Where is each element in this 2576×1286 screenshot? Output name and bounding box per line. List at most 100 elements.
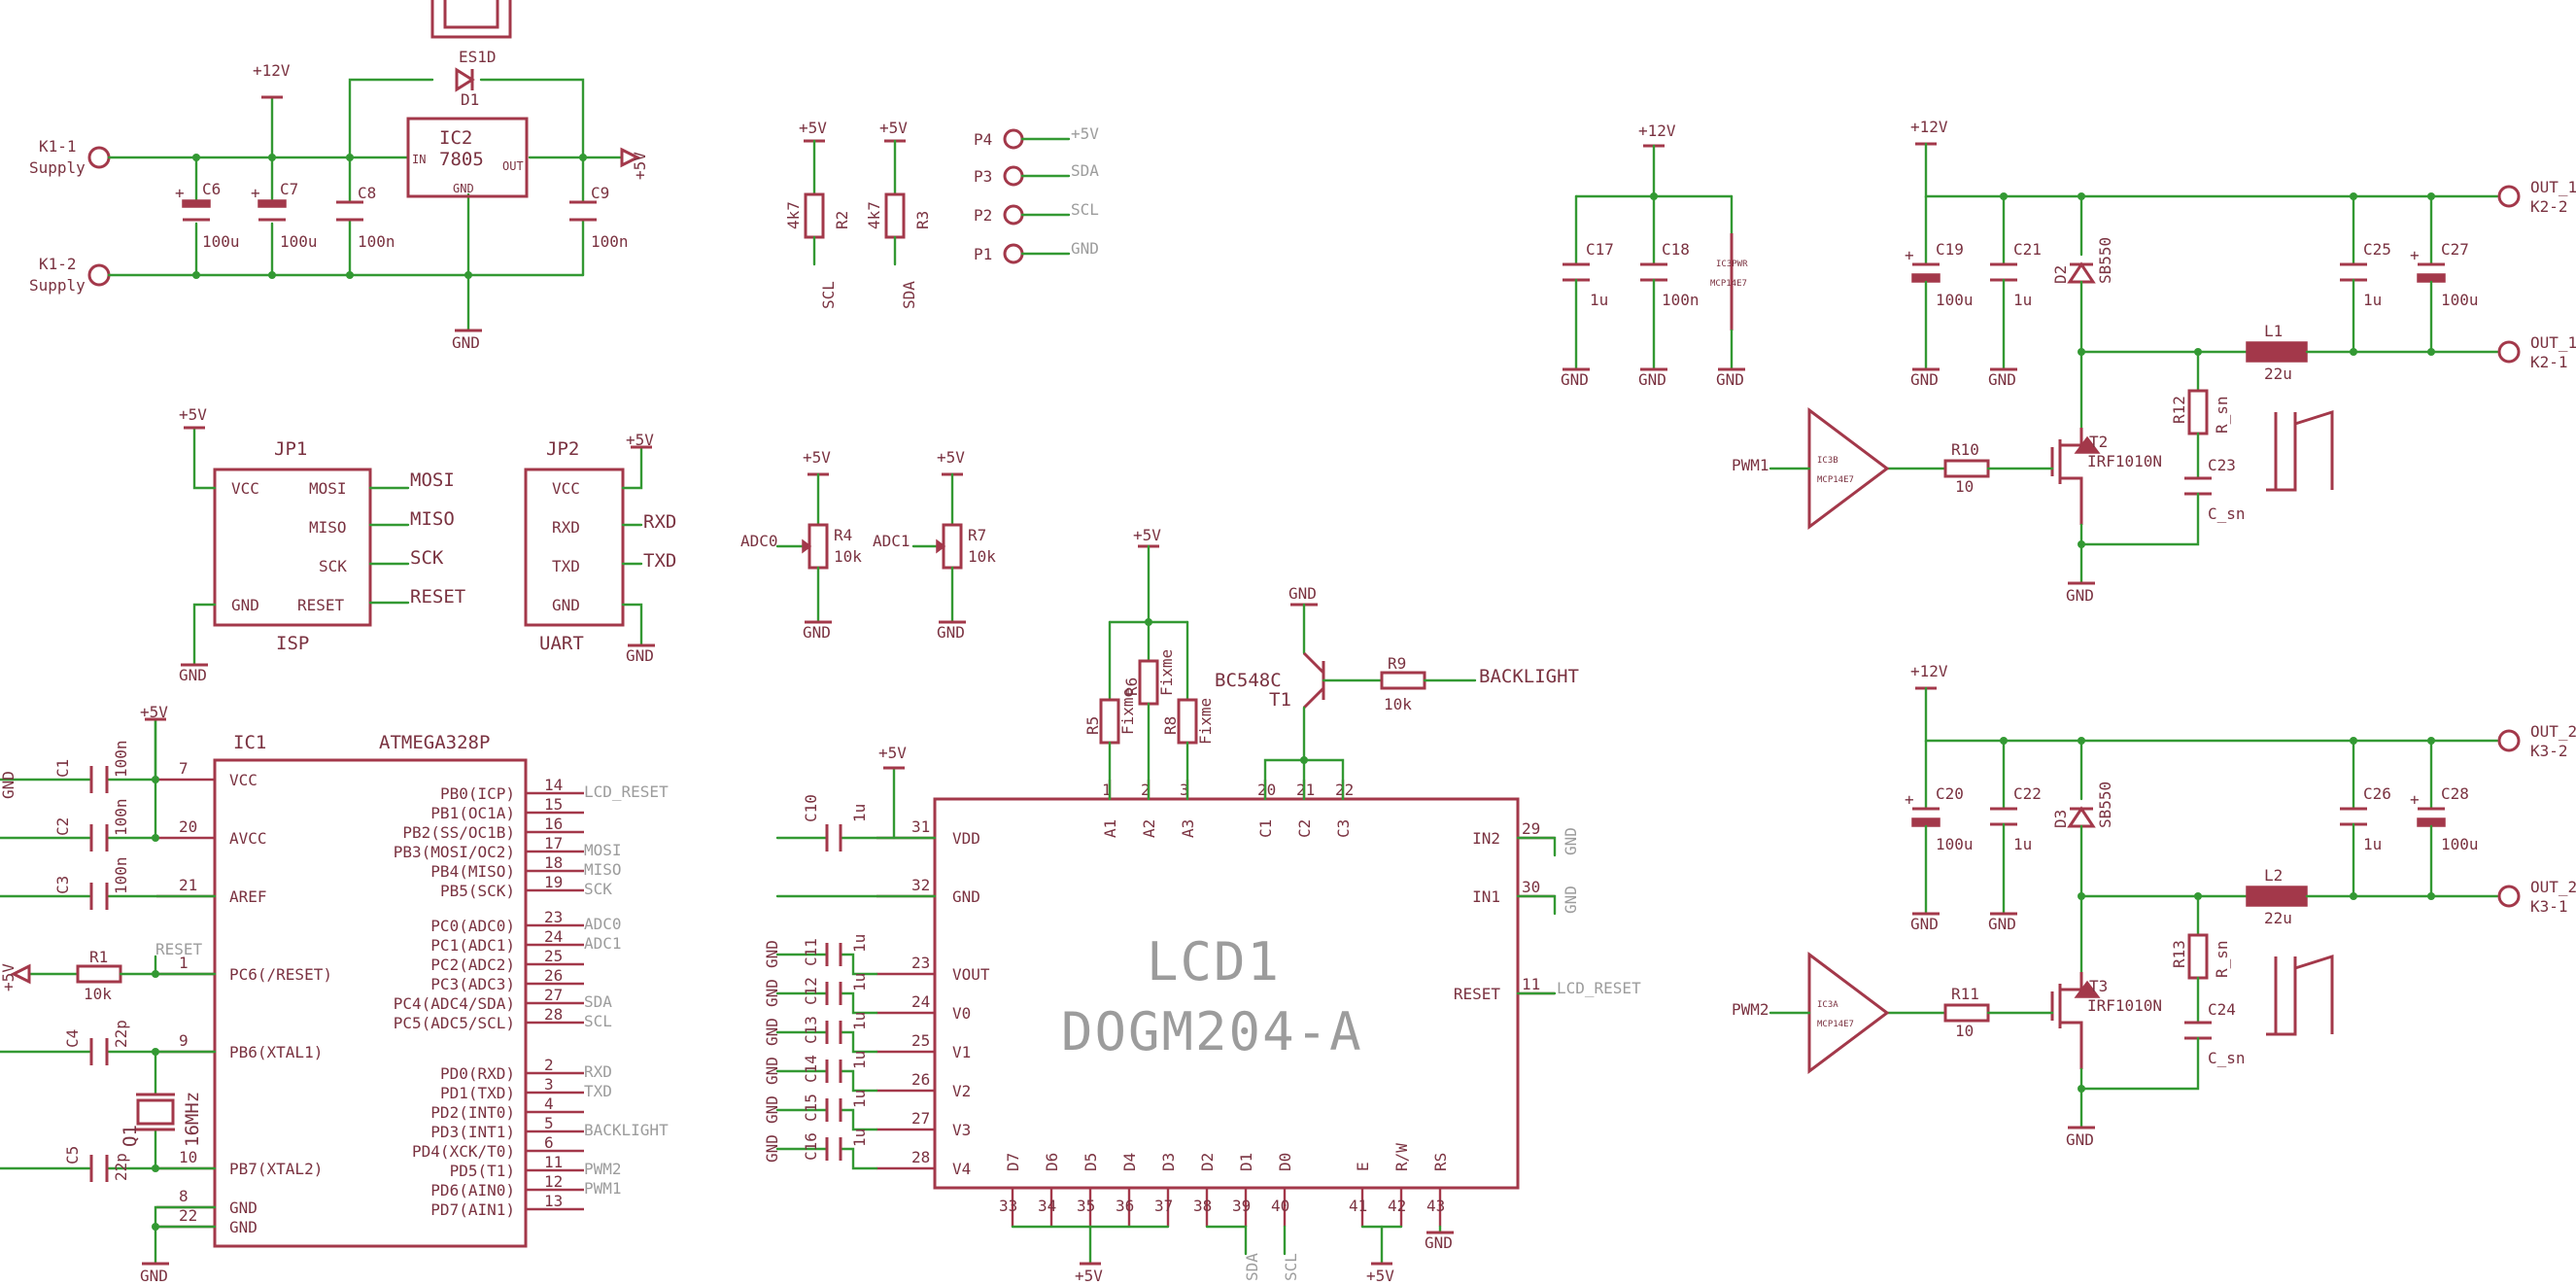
svg-text:100u: 100u	[2441, 835, 2479, 853]
k1-2-terminal[interactable]	[87, 263, 111, 287]
svg-text:OUT_2: OUT_2	[2530, 878, 2576, 896]
svg-text:RESET: RESET	[297, 596, 345, 614]
svg-text:+5V: +5V	[1133, 526, 1161, 544]
ic1-label: IC1	[233, 732, 266, 753]
svg-text:1u: 1u	[2013, 835, 2032, 853]
lcd-left-pin-number: 32	[911, 876, 930, 894]
d1-value: ES1D	[459, 48, 497, 66]
svg-text:R4: R4	[834, 526, 852, 544]
mcu-right-pin-label: PC5(ADC5/SCL)	[394, 1014, 515, 1032]
svg-text:+: +	[2410, 790, 2420, 809]
svg-text:GND: GND	[2066, 1130, 2094, 1149]
stage2: +12V OUT_2 K3-2 + C20 100u C22 1u D3 SB5…	[1732, 662, 2576, 1149]
mcu-right-pin-label: PB4(MISO)	[430, 862, 515, 881]
p1-terminal[interactable]	[1003, 243, 1024, 264]
mcu-net-label: MISO	[584, 860, 622, 879]
svg-text:+5V: +5V	[626, 431, 654, 449]
lcd1-body	[933, 797, 1520, 1190]
p2-terminal[interactable]	[1003, 204, 1024, 226]
p4-terminal[interactable]	[1003, 128, 1024, 150]
lcd-cap-value: 1u	[850, 934, 869, 953]
svg-text:SB550: SB550	[2096, 782, 2114, 828]
svg-text:+5V: +5V	[140, 703, 168, 721]
svg-text:RESET: RESET	[155, 940, 203, 958]
lcd-right-pin-number: 30	[1522, 878, 1540, 896]
k1-1-label: K1-1	[39, 137, 77, 156]
out1-k2-2-terminal[interactable]	[2497, 185, 2521, 208]
mcu-right-pin-number: 3	[544, 1075, 554, 1094]
i2c-pullups: +5V 4k7 R2 SCL +5V 4k7 R3 SDA	[784, 119, 932, 309]
ic3b-driver	[1807, 407, 1890, 530]
lcd-bottom-pin-label: D6	[1043, 1153, 1061, 1171]
lcd-cap-label: C16	[802, 1132, 820, 1161]
lcd-left-pin-number: 31	[911, 817, 930, 836]
mcu-net-label: RXD	[584, 1062, 612, 1081]
mcu-right-pin-label: PD1(TXD)	[440, 1084, 515, 1102]
svg-text:100n: 100n	[1662, 291, 1700, 309]
lcd-left-pin-label: GND	[952, 887, 980, 906]
lcd-bottom-pin-label: D0	[1276, 1153, 1294, 1171]
svg-text:R9: R9	[1388, 654, 1406, 673]
mcu-right-pin-number: 13	[544, 1192, 563, 1210]
lcd-left-pin-number: 23	[911, 954, 930, 972]
svg-text:C22: C22	[2013, 784, 2042, 803]
ic2-regulator	[406, 117, 529, 198]
svg-text:IN: IN	[412, 153, 426, 166]
backlight-net: BACKLIGHT	[1479, 666, 1579, 687]
out1-k2-1-terminal[interactable]	[2497, 340, 2521, 364]
header-p: P4 P3 P2 P1 +5V SDA SCL GND	[974, 124, 1099, 264]
lcd-bottom-pin-number: 37	[1154, 1197, 1173, 1215]
c7-value: 100u	[280, 232, 318, 251]
lcd-left-pin-label: V0	[952, 1004, 971, 1023]
lcd-left-pin-label: V1	[952, 1043, 971, 1061]
lcd-bottom-pin-number: 43	[1426, 1197, 1445, 1215]
lcd-top-pin-label: C3	[1334, 819, 1353, 838]
lcd-cap-gnd: GND	[763, 1018, 781, 1046]
lcd-top-pin-number: 2	[1141, 781, 1151, 799]
svg-text:10k: 10k	[1384, 695, 1412, 713]
lcd-bottom-pin-label: D5	[1082, 1153, 1100, 1171]
lcd-left-pin-number: 28	[911, 1148, 930, 1166]
k1-1-terminal[interactable]	[87, 146, 111, 169]
uart-header: JP2 UART VCC RXD TXD GND +5V RXD TXD GND	[524, 431, 676, 665]
svg-text:+5V: +5V	[179, 405, 207, 424]
svg-text:GND: GND	[231, 596, 259, 614]
mcu-right-pin-label: PB5(SCK)	[440, 882, 515, 900]
p3-terminal[interactable]	[1003, 165, 1024, 187]
lcd-cap-gnd: GND	[763, 1095, 781, 1124]
lcd-right-pin-label: IN1	[1472, 887, 1500, 906]
lcd-top-pin-label: A2	[1140, 819, 1158, 838]
mcu-right-pin-label: PD6(AIN0)	[430, 1181, 515, 1199]
k1-2-sub: Supply	[29, 276, 86, 295]
svg-text:10: 10	[1955, 477, 1974, 496]
mcu-right-pin-label: PC1(ADC1)	[430, 936, 515, 955]
mcu-right-pin-number: 26	[544, 966, 563, 985]
out2-k3-1-terminal[interactable]	[2497, 885, 2521, 908]
k1-1-sub: Supply	[29, 158, 86, 177]
lcd-left-pin-label: VOUT	[952, 965, 990, 984]
svg-text:T2: T2	[2089, 433, 2108, 451]
lcd-left-pin-label: V2	[952, 1082, 971, 1100]
out2-k3-2-terminal[interactable]	[2497, 729, 2521, 752]
svg-text:GND: GND	[803, 623, 831, 642]
mcu-right-pin-number: 4	[544, 1095, 554, 1113]
lcd-bottom-pin-label: R/W	[1392, 1143, 1411, 1171]
svg-text:22u: 22u	[2264, 909, 2292, 927]
svg-text:R8: R8	[1161, 716, 1180, 735]
lcd-bottom-pin-number: 33	[999, 1197, 1017, 1215]
svg-text:MISO: MISO	[410, 508, 455, 530]
svg-text:P2: P2	[974, 206, 992, 225]
svg-text:GND: GND	[1988, 915, 2016, 933]
svg-text:SDA: SDA	[1071, 161, 1099, 180]
svg-text:PWM1: PWM1	[1732, 456, 1769, 474]
mcu-left-pin-label: AREF	[229, 887, 267, 906]
svg-text:C25: C25	[2363, 240, 2391, 259]
ic2-value: 7805	[439, 149, 484, 170]
mcu-right-pin-number: 17	[544, 834, 563, 852]
supply-12v-label: +12V	[253, 61, 291, 80]
lcd-bottom-pin-label: D1	[1237, 1153, 1255, 1171]
adc-pots: +5V GND ADC0 R4 10k +5V GND ADC1 R7 10k	[740, 448, 996, 642]
svg-text:+12V: +12V	[1910, 118, 1948, 136]
mcu-right-pin-label: PD7(AIN1)	[430, 1200, 515, 1219]
ic1-part: ATMEGA328P	[379, 732, 490, 753]
